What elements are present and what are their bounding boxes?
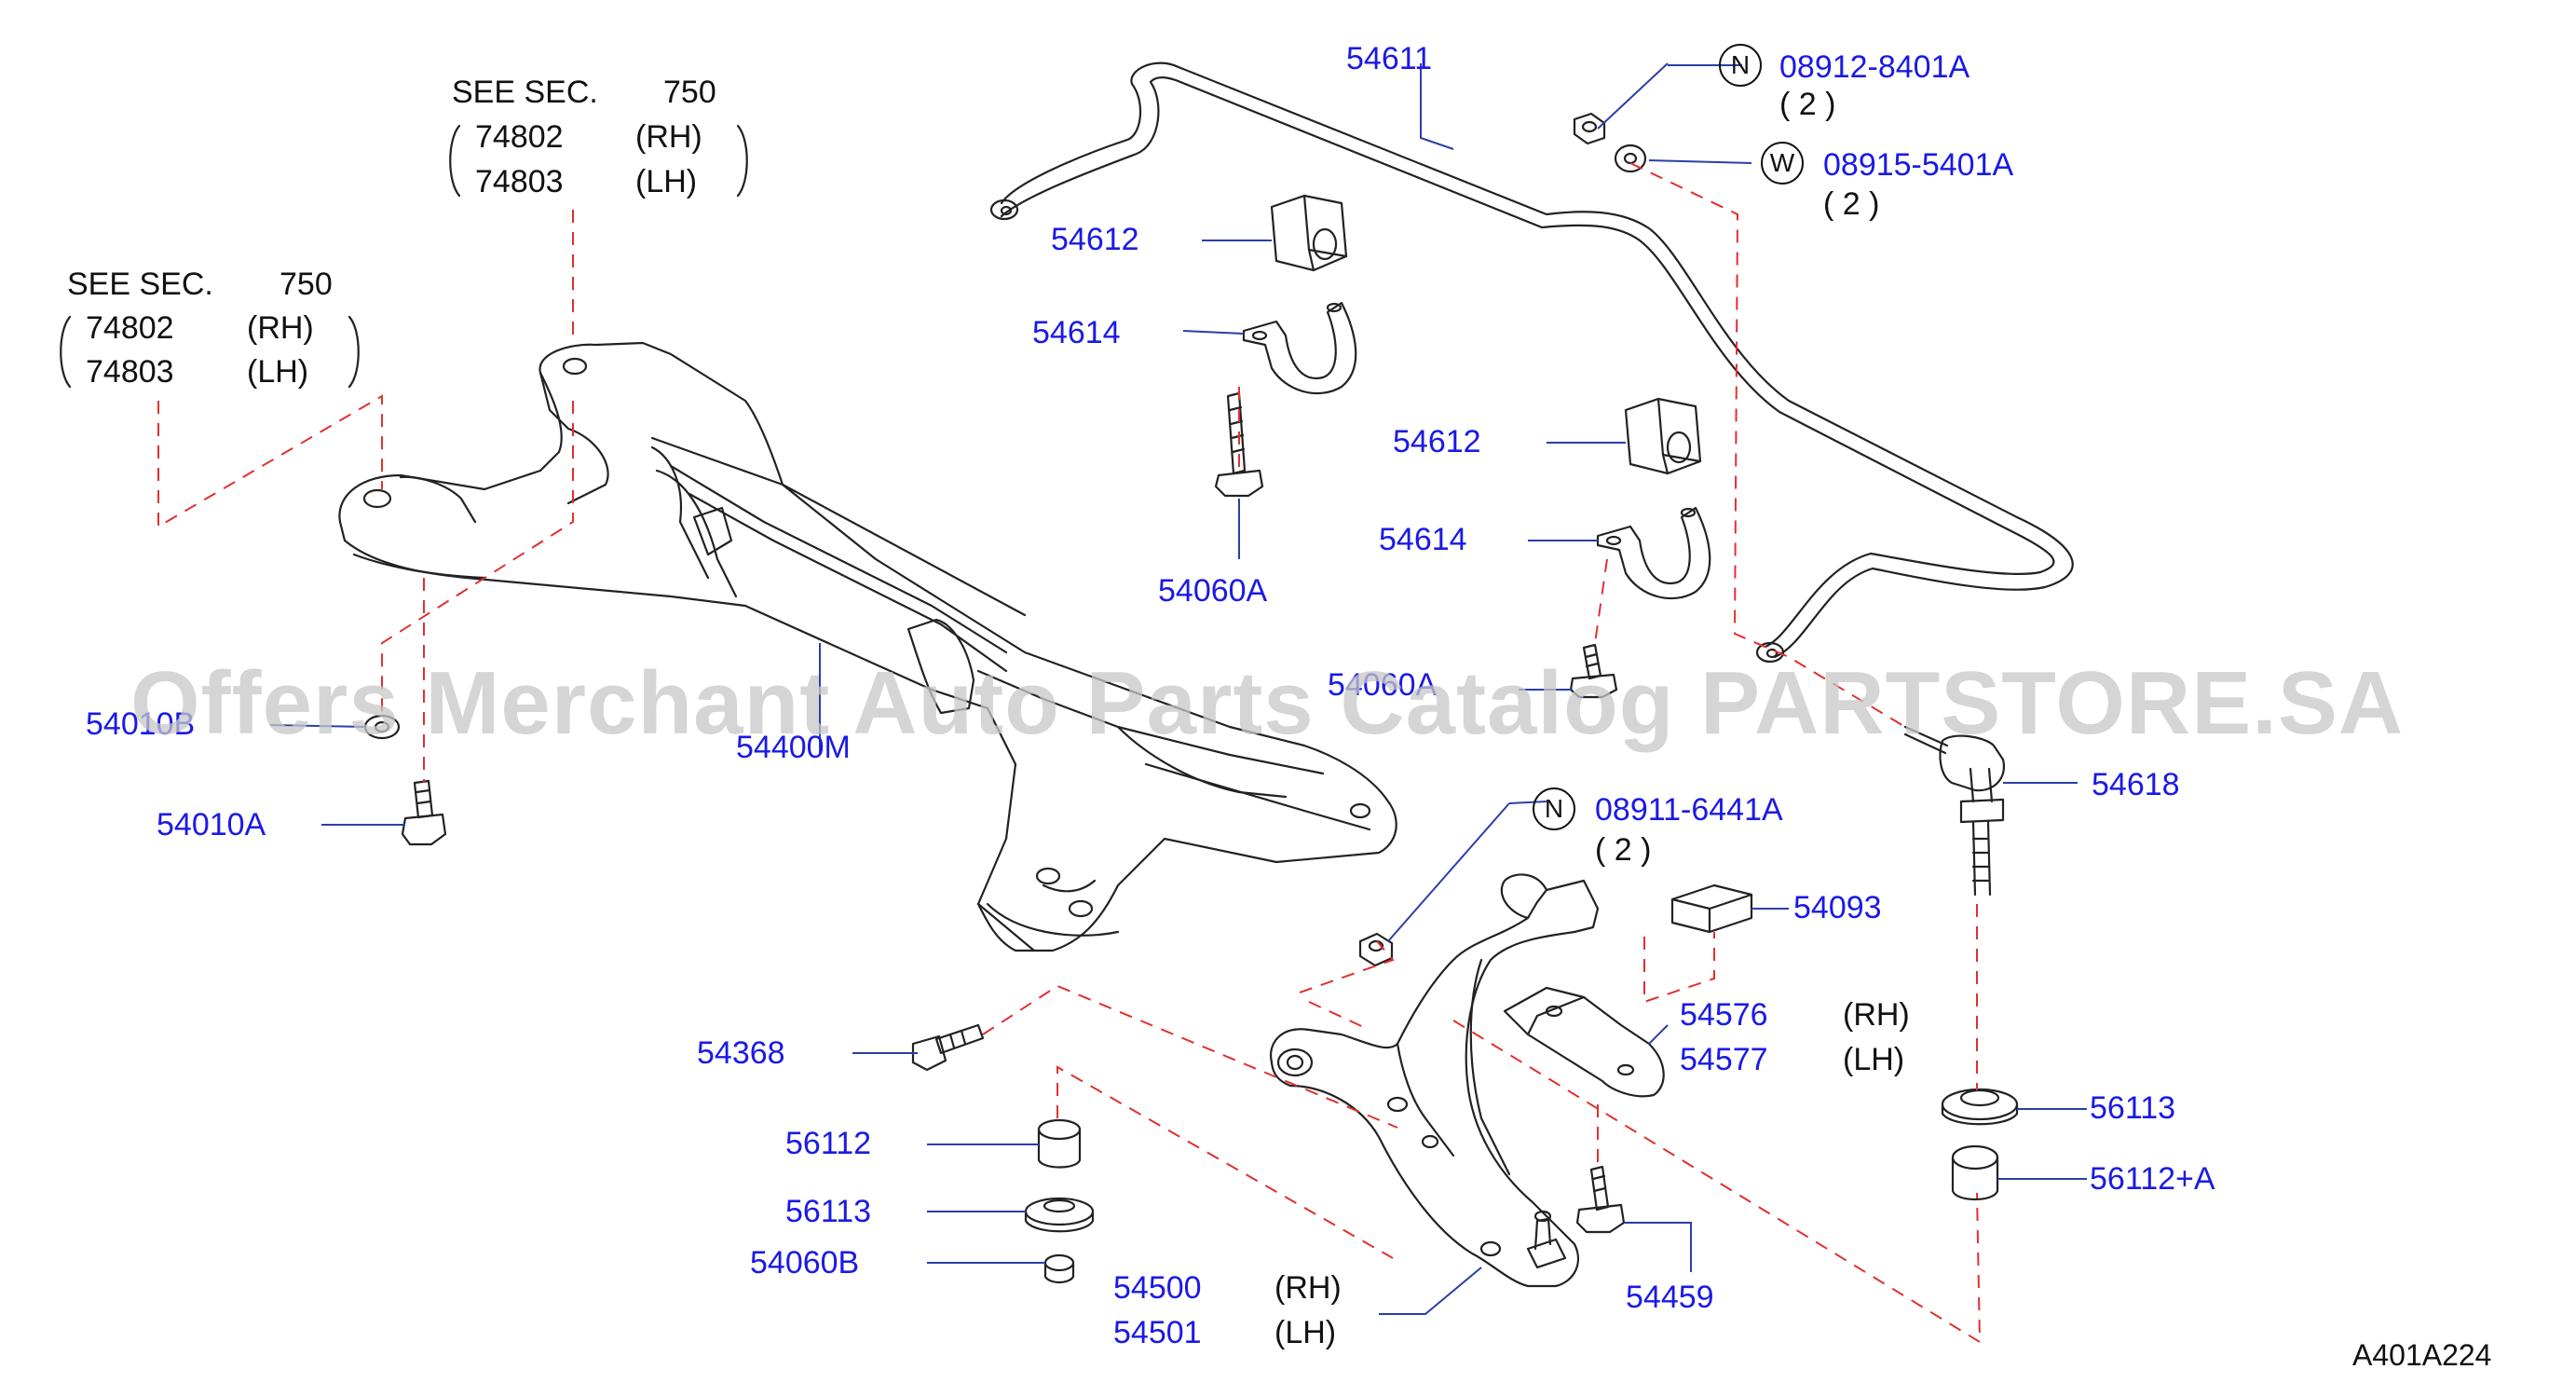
part-label-54093[interactable]: 54093 xyxy=(1793,890,1882,925)
bolt-54368 xyxy=(911,1023,985,1072)
part-label-08915-5401a[interactable]: 08915-5401A xyxy=(1823,147,2014,183)
bracket-left-upper xyxy=(449,124,461,198)
bushing-54612-upper xyxy=(1270,194,1348,272)
see-sec-lower-part1-side: (RH) xyxy=(247,310,314,346)
part-label-54614-upper[interactable]: 54614 xyxy=(1032,315,1121,350)
crossmember xyxy=(338,341,1397,952)
bolt-54010a xyxy=(401,779,447,846)
bracket-right-upper xyxy=(736,124,748,198)
washer-mark-icon: W xyxy=(1761,142,1804,185)
stabilizer-bar xyxy=(989,62,2074,664)
part-label-54577[interactable]: 54577 xyxy=(1680,1042,1768,1077)
part-label-54060a-lower[interactable]: 54060A xyxy=(1328,667,1438,703)
see-sec-lower-part1: 74802 xyxy=(86,310,174,346)
nut-mid xyxy=(1358,932,1394,967)
side-label-54577-lh: (LH) xyxy=(1843,1042,1905,1077)
part-label-54368[interactable]: 54368 xyxy=(697,1035,785,1071)
bolt-54459 xyxy=(1575,1165,1626,1234)
part-label-54010b[interactable]: 54010B xyxy=(86,706,196,742)
clamp-54614-lower xyxy=(1596,506,1711,600)
bolt-54060a-upper xyxy=(1214,391,1264,498)
side-label-54500-rh: (RH) xyxy=(1274,1270,1342,1306)
bushing-56112a-right xyxy=(1951,1144,1999,1200)
bracket-right-lower xyxy=(348,315,360,389)
bushing-56112-left xyxy=(1037,1118,1082,1169)
lower-control-arm xyxy=(1269,873,1600,1288)
see-sec-upper-number[interactable]: 750 xyxy=(663,75,716,110)
bushing-54612-lower xyxy=(1624,397,1702,475)
part-label-56113-right[interactable]: 56113 xyxy=(2090,1090,2176,1126)
nut-54060b xyxy=(1043,1253,1075,1284)
part-label-54400m[interactable]: 54400M xyxy=(736,730,851,765)
see-sec-upper-prefix: SEE SEC. xyxy=(452,75,598,110)
stabilizer-link xyxy=(1903,725,2006,897)
part-label-56113-left[interactable]: 56113 xyxy=(785,1194,872,1229)
qty-08915-5401a: ( 2 ) xyxy=(1823,186,1880,222)
pad-54093 xyxy=(1670,883,1753,934)
bracket-left-lower xyxy=(60,315,72,389)
nut-mid-mark-icon: N xyxy=(1533,787,1575,830)
bushing-56113-right xyxy=(1941,1088,2019,1126)
nut-top xyxy=(1573,112,1606,145)
see-sec-upper-part2-side: (LH) xyxy=(635,164,698,199)
bracket-54576 xyxy=(1503,986,1665,1098)
part-label-08912-8401a[interactable]: 08912-8401A xyxy=(1779,49,1970,85)
see-sec-upper-part1: 74802 xyxy=(475,119,564,155)
see-sec-lower-number[interactable]: 750 xyxy=(279,267,333,302)
part-label-54501[interactable]: 54501 xyxy=(1113,1315,1202,1350)
part-label-54576[interactable]: 54576 xyxy=(1680,997,1768,1033)
part-label-56112[interactable]: 56112 xyxy=(785,1126,872,1161)
part-label-54010a[interactable]: 54010A xyxy=(157,807,266,842)
watermark: Offers Merchant Auto Parts Catalog PARTS… xyxy=(130,653,2405,753)
see-sec-upper-part2: 74803 xyxy=(475,164,564,199)
see-sec-upper-part1-side: (RH) xyxy=(635,119,702,155)
qty-08912-8401a: ( 2 ) xyxy=(1779,87,1836,122)
part-label-54060b[interactable]: 54060B xyxy=(750,1245,860,1280)
bushing-56113-left xyxy=(1024,1197,1095,1233)
clamp-54614-upper xyxy=(1242,301,1357,395)
qty-08911-6441a: ( 2 ) xyxy=(1595,832,1652,868)
diagram-id: A401A224 xyxy=(2352,1338,2492,1372)
part-label-54614-lower[interactable]: 54614 xyxy=(1379,522,1467,557)
part-label-54612-lower[interactable]: 54612 xyxy=(1393,424,1481,459)
part-label-54459[interactable]: 54459 xyxy=(1626,1280,1714,1315)
nut-mark-icon: N xyxy=(1719,44,1762,87)
see-sec-lower-prefix: SEE SEC. xyxy=(67,267,213,302)
see-sec-lower-part2-side: (LH) xyxy=(247,354,309,390)
part-label-54618[interactable]: 54618 xyxy=(2092,767,2180,802)
part-label-54060a-upper[interactable]: 54060A xyxy=(1158,573,1268,609)
part-label-08911-6441a[interactable]: 08911-6441A xyxy=(1595,792,1783,828)
see-sec-lower-part2: 74803 xyxy=(86,354,174,390)
part-label-56112a[interactable]: 56112+A xyxy=(2090,1161,2215,1197)
side-label-54501-lh: (LH) xyxy=(1274,1315,1337,1350)
part-label-54500[interactable]: 54500 xyxy=(1113,1270,1202,1306)
part-label-54611[interactable]: 54611 xyxy=(1346,41,1433,76)
part-label-54612-upper[interactable]: 54612 xyxy=(1051,222,1139,257)
side-label-54576-rh: (RH) xyxy=(1843,997,1910,1033)
